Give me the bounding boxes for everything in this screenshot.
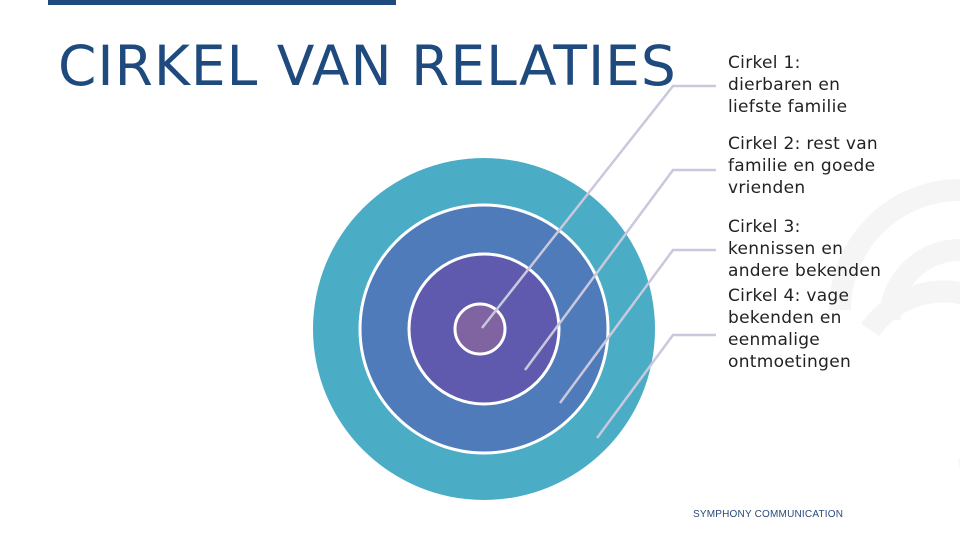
- label-circle-4: Cirkel 4: vage bekenden en eenmalige ont…: [728, 286, 852, 372]
- leader-line-1: [481, 84, 716, 329]
- top-accent-bar: [48, 0, 396, 5]
- circle-1: [453, 302, 507, 356]
- slide-title: CIRKEL VAN RELATIES: [58, 34, 677, 98]
- leader-line-4: [595, 333, 716, 439]
- leader-line-2: [523, 168, 716, 371]
- background-watermark: [829, 179, 960, 470]
- footer-brand: SYMPHONY COMMUNICATION: [693, 509, 844, 520]
- label-circle-2: Cirkel 2: rest van familie en goede vrie…: [728, 134, 879, 198]
- leader-line-3: [558, 248, 716, 404]
- label-circle-1: Cirkel 1: dierbaren en liefste familie: [728, 53, 848, 117]
- label-circle-3: Cirkel 3: kennissen en andere bekenden: [728, 217, 882, 281]
